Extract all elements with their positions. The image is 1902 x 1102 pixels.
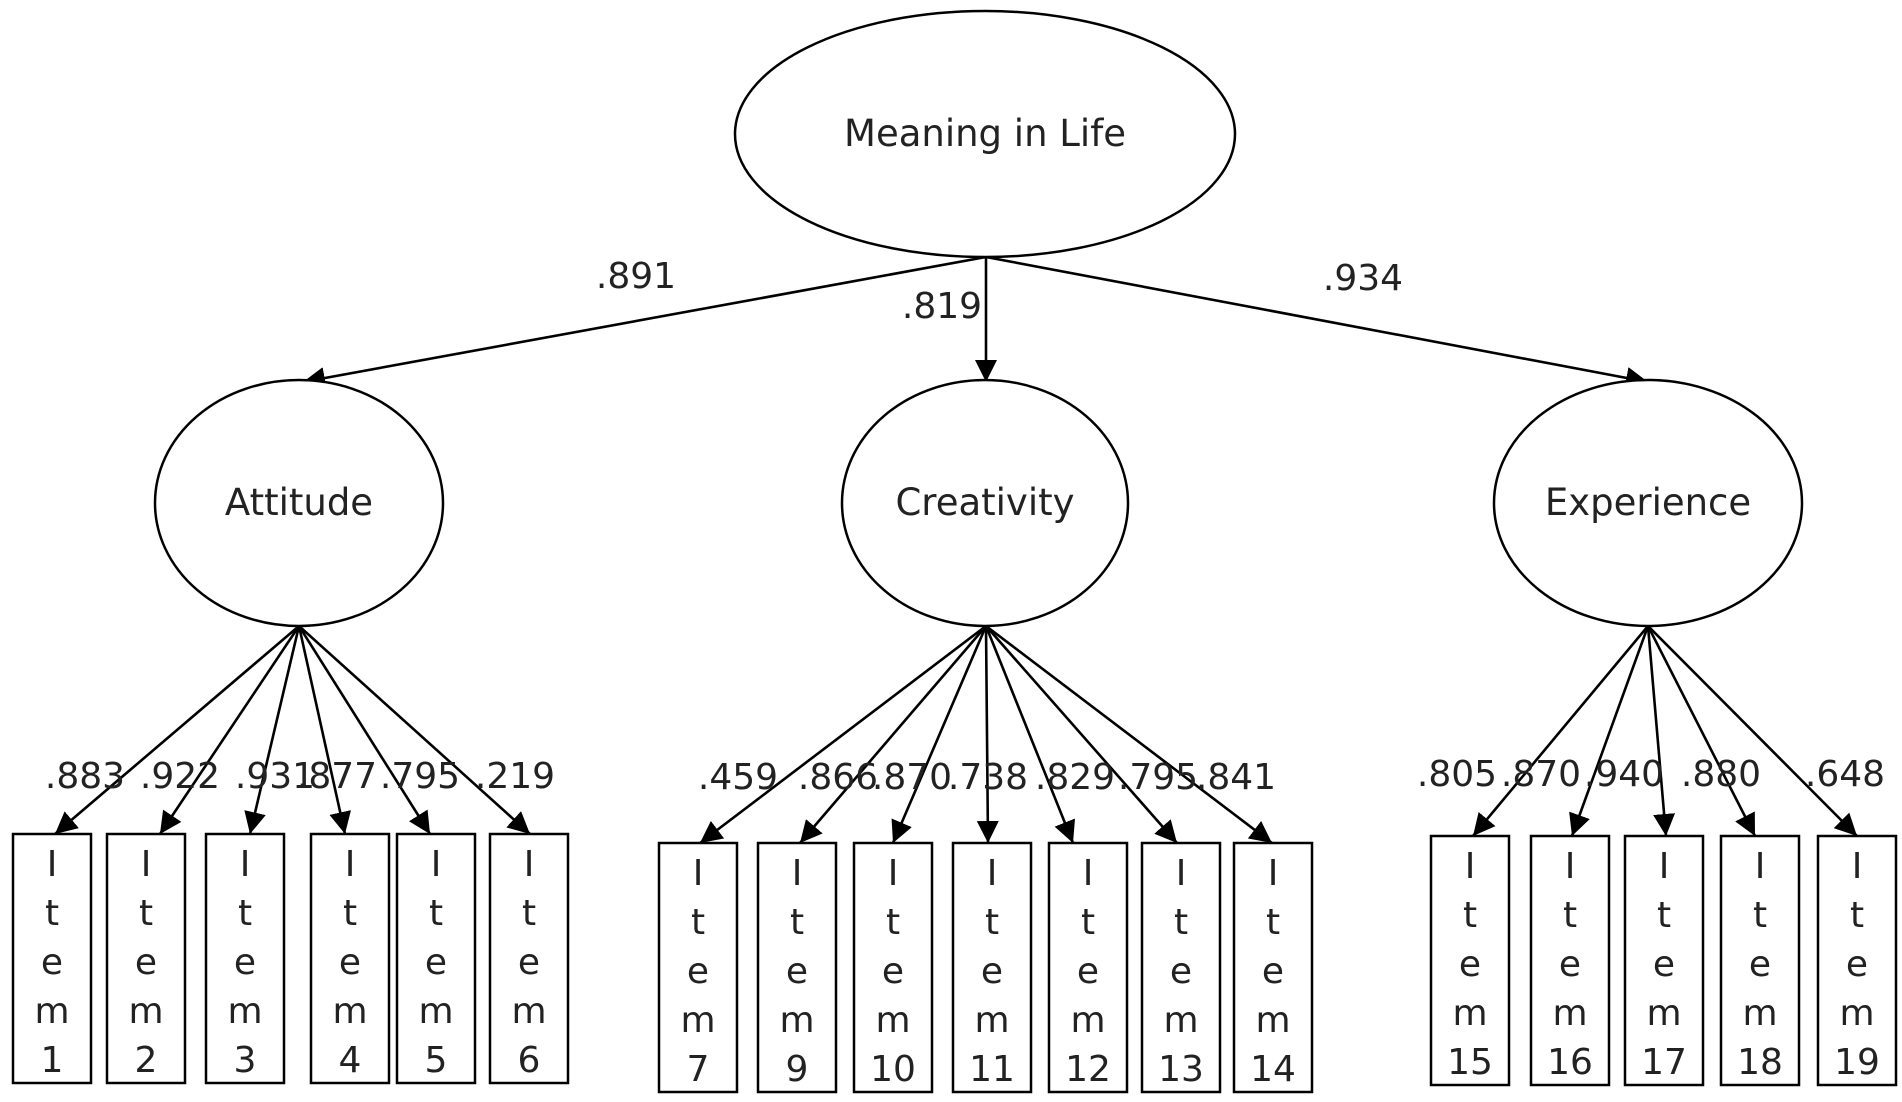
observed-node-item12 [1047, 841, 1129, 1094]
loading-creativity: .819 [902, 286, 982, 327]
observed-node-item13 [1140, 841, 1222, 1094]
observed-node-item4 [309, 832, 391, 1085]
loading-item10: .870 [872, 757, 952, 798]
path-to-item3 [244, 625, 301, 835]
latent-node-attitude [153, 378, 445, 628]
edges-layer [54, 255, 1858, 845]
path-to-item7 [699, 624, 987, 845]
factor-label-experience: Experience [1545, 481, 1751, 524]
observed-node-item5 [395, 832, 477, 1085]
observed-node-item19 [1816, 834, 1898, 1087]
observed-node-item9 [756, 841, 838, 1094]
observed-node-item17 [1623, 834, 1705, 1087]
loading-item5: .795 [380, 756, 460, 797]
path-to-item9 [799, 625, 987, 844]
loading-item14: .841 [1196, 757, 1276, 798]
observed-node-item10 [852, 841, 934, 1094]
observed-node-item3 [204, 832, 286, 1085]
observed-node-item1 [11, 832, 93, 1085]
path-to-item17 [1646, 625, 1676, 837]
observed-node-item11 [951, 841, 1033, 1094]
observed-node-item18 [1719, 834, 1801, 1087]
path-to-item10 [891, 625, 988, 844]
path-to-item2 [158, 625, 301, 835]
loading-item7: .459 [698, 757, 778, 798]
loading-item6: .219 [475, 756, 555, 797]
latent-node-meaning-in-life [733, 9, 1237, 259]
loading-item13: .795 [1118, 757, 1198, 798]
loading-item2: .922 [140, 756, 220, 797]
loading-item3: .931 [235, 756, 315, 797]
path-root-to-experience [985, 255, 1649, 389]
latent-node-experience [1492, 378, 1804, 628]
loading-experience: .934 [1323, 258, 1403, 299]
observed-node-item2 [105, 832, 187, 1085]
path-to-item15 [1472, 625, 1649, 837]
loading-item9: .866 [798, 757, 878, 798]
loading-item18: .880 [1681, 754, 1761, 795]
path-to-item18 [1646, 625, 1757, 837]
loading-item4: .877 [297, 756, 377, 797]
path-to-item12 [984, 625, 1076, 844]
loading-item11: .738 [948, 757, 1028, 798]
root-label: Meaning in Life [844, 112, 1126, 155]
path-to-item1 [54, 625, 300, 835]
observed-node-item6 [488, 832, 570, 1085]
observed-node-item14 [1232, 841, 1314, 1094]
observed-node-item7 [657, 841, 739, 1094]
observed-node-item16 [1529, 834, 1611, 1087]
loading-attitude: .891 [596, 256, 676, 297]
loading-item19: .648 [1805, 754, 1885, 795]
latent-node-creativity [840, 378, 1130, 628]
loading-item15: .805 [1417, 754, 1497, 795]
path-to-item13 [985, 625, 1178, 844]
path-to-item11 [976, 625, 999, 844]
path-to-item16 [1569, 625, 1650, 837]
path-to-item5 [297, 625, 432, 835]
loading-item17: .940 [1584, 754, 1664, 795]
loading-item1: .883 [45, 756, 125, 797]
labels-layer: .891.819.934.883.922.931.877.795.219.459… [45, 256, 1885, 798]
path-to-item14 [985, 624, 1273, 845]
path-to-item19 [1647, 625, 1858, 837]
loading-item12: .829 [1035, 757, 1115, 798]
observed-node-item15 [1429, 834, 1511, 1087]
factor-label-creativity: Creativity [895, 481, 1074, 524]
path-root-to-attitude [302, 255, 987, 389]
path-to-item6 [298, 625, 531, 835]
path-to-item4 [297, 625, 351, 835]
loading-item16: .870 [1501, 754, 1581, 795]
factor-label-attitude: Attitude [225, 481, 373, 524]
